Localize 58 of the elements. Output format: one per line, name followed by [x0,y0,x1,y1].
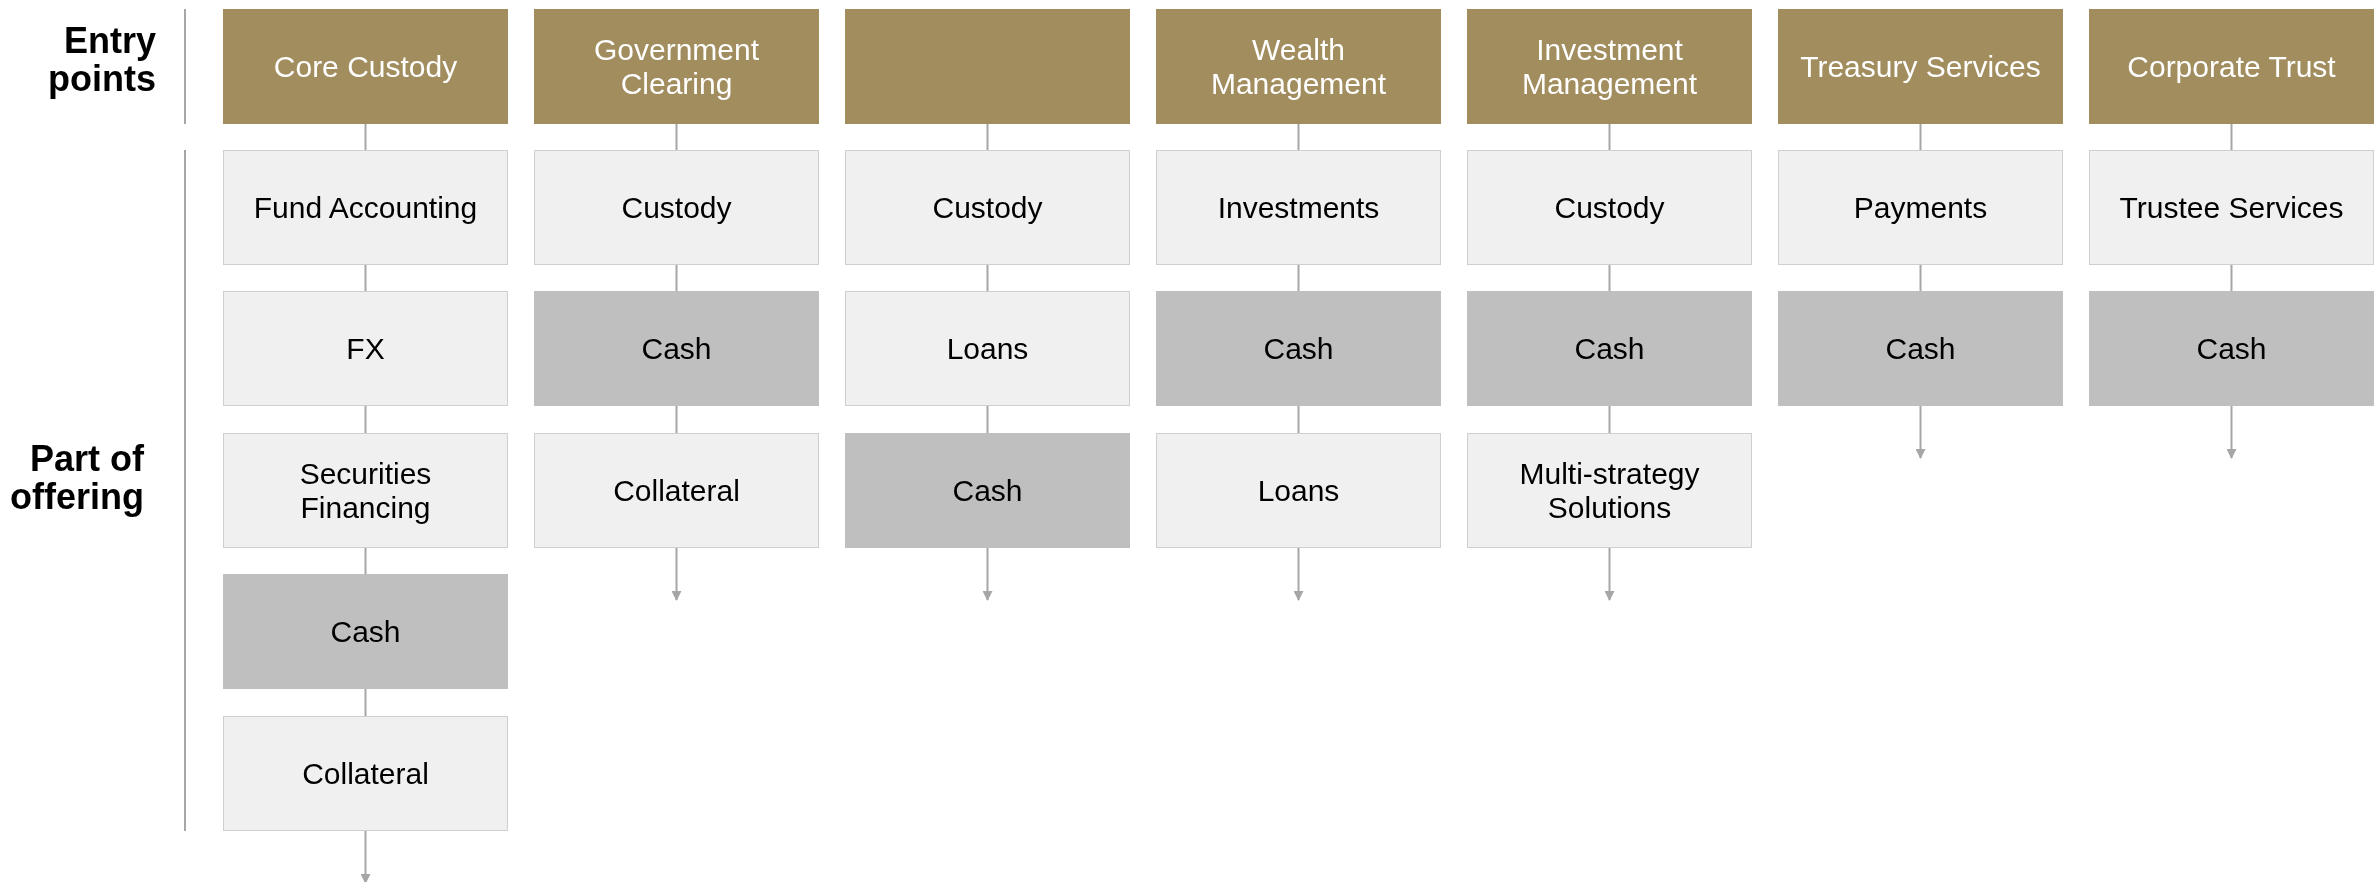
connector-line [675,264,678,292]
cash-offering-box: Cash [1778,291,2063,406]
connector-line [1608,123,1611,151]
arrow [1293,547,1304,601]
entry-point-box [845,9,1130,124]
row-heading: Entry points [47,22,156,98]
connector-line [986,123,989,151]
arrow [360,830,371,882]
cash-offering-box: Cash [2089,291,2374,406]
entry-point-box: Corporate Trust [2089,9,2374,124]
offering-box: Trustee Services [2089,150,2374,265]
connector-line [2230,123,2233,151]
arrow [1604,547,1615,601]
connector-line [1919,264,1922,292]
offering-box: Custody [845,150,1130,265]
cash-offering-box: Cash [1467,291,1752,406]
entry-point-box: Treasury Services [1778,9,2063,124]
offering-box: Loans [845,291,1130,406]
arrow [2226,405,2237,459]
arrow [671,547,682,601]
offering-box: Fund Accounting [223,150,508,265]
connector-line [364,405,367,434]
entry-point-box: Government Clearing [534,9,819,124]
offering-box: Loans [1156,433,1441,548]
offering-box: Custody [1467,150,1752,265]
cash-offering-box: Cash [223,574,508,689]
offering-box: FX [223,291,508,406]
connector-line [1297,264,1300,292]
arrow [982,547,993,601]
connector-line [1608,405,1611,434]
entry-point-box: Investment Management [1467,9,1752,124]
connector-line [1297,405,1300,434]
connector-line [364,547,367,575]
offering-box: Securities Financing [223,433,508,548]
connector-line [2230,264,2233,292]
offering-box: Multi-strategy Solutions [1467,433,1752,548]
connector-line [1608,264,1611,292]
connector-line [1919,123,1922,151]
cash-offering-box: Cash [845,433,1130,548]
cash-offering-box: Cash [1156,291,1441,406]
entry-point-box: Wealth Management [1156,9,1441,124]
cash-offering-box: Cash [534,291,819,406]
offering-box: Custody [534,150,819,265]
offering-box: Payments [1778,150,2063,265]
row-heading: Part of offering [9,440,144,516]
connector-line [1297,123,1300,151]
connector-line [364,688,367,717]
connector-line [986,264,989,292]
offering-box: Collateral [534,433,819,548]
connector-line [364,264,367,292]
connector-line [675,405,678,434]
arrow [1915,405,1926,459]
offering-box: Collateral [223,716,508,831]
offering-box: Investments [1156,150,1441,265]
connector-line [364,123,367,151]
entry-point-box: Core Custody [223,9,508,124]
connector-line [675,123,678,151]
connector-line [986,405,989,434]
